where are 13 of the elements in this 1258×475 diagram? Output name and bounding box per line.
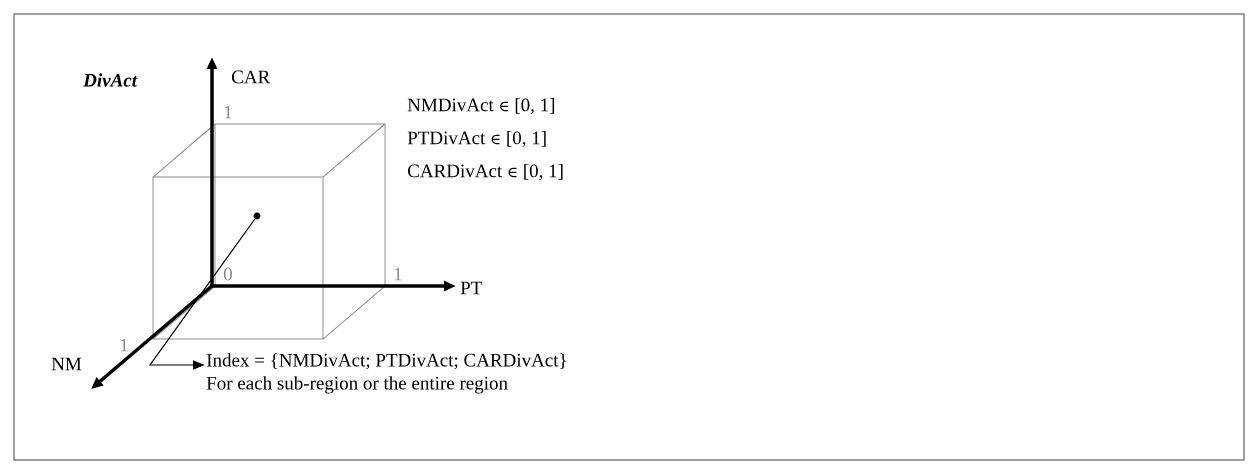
axis-label: CAR: [232, 70, 271, 84]
heading: DivAct: [83, 73, 138, 87]
tick-label: 1: [120, 338, 128, 352]
range-text: PTDivAct ∈ [0, 1]: [407, 130, 546, 148]
leader-line: [148, 218, 256, 370]
tick-label: 1: [224, 105, 232, 119]
range-text: NMDivAct ∈ [0, 1]: [407, 97, 555, 115]
axis-label: NM: [51, 357, 82, 371]
axis-label: PT: [460, 281, 483, 295]
tick-label: 1: [394, 267, 402, 281]
index-text: Index = {NMDivAct; PTDivAct; CARDivAct} For each sub-region or the entire region: [206, 353, 566, 394]
tick-label: 0: [223, 267, 232, 281]
range-text: CARDivAct ∈ [0, 1]: [408, 163, 563, 181]
